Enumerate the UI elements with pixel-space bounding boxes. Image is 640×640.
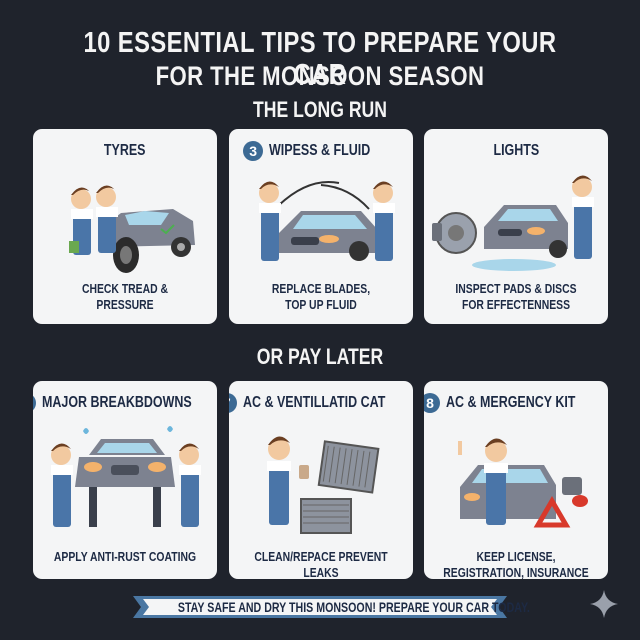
tip-card-lights: LIGHTS INSPECT PADS & DISCS FOR EFFECTEN… [424,129,608,324]
section-heading-pay-later: OR PAY LATER [256,344,384,369]
card-title: LIGHTS [493,142,539,159]
tip-card-wipers-fluid: 3 WIPESS & FLUID REPLACE BLADES, TOP UP … [229,129,413,324]
section-heading-long-run: THE LONG RUN [253,97,387,122]
card-title: MAJOR BREAKBDOWNS [42,394,192,411]
card-title: AC & MERGENCY KIT [446,394,576,411]
page-title-line-1: 10 ESSENTIAL TIPS TO PREPARE YOUR CAR [83,27,557,91]
card-description: CHECK TREAD & PRESSURE [81,281,169,312]
card-title: AC & VENTILLATID CAT [242,394,386,411]
footer-banner: STAY SAFE AND DRY THIS MONSOON! PREPARE … [133,594,530,620]
card-description: APPLY ANTI-RUST COATING [53,549,197,564]
card-header: 7 AC & VENTILLATID CAT [229,391,413,415]
ac-filter-icon [267,436,380,534]
step-number-badge: 7 [229,393,237,413]
tip-card-major-breakdowns: 6 MAJOR BREAKBDOWNS APPLY ANTI-RUST COAT… [33,381,217,579]
tip-card-emergency-kit: 8 AC & MERGENCY KIT KEEP LICENSE, REGIST… [424,381,608,579]
brake-disc-and-car-icon [432,175,594,271]
card-description: KEEP LICENSE, REGISTRATION, INSURANCE [443,549,589,579]
card-description: INSPECT PADS & DISCS FOR EFFECTENNESS [455,281,577,312]
car-on-lift-icon [51,426,201,527]
footer-banner-text: STAY SAFE AND DRY THIS MONSOON! PREPARE … [177,599,530,615]
card-header: TYRES [33,139,217,163]
ribbon-shape [133,596,507,618]
mechanics-with-wipers-icon [259,181,395,261]
card-header: LIGHTS [424,139,608,163]
card-header: 3 WIPESS & FLUID [229,139,413,163]
card-title: TYRES [104,142,146,159]
card-description: CLEAN/REPACE PREVENT LEAKS [254,549,388,579]
card-header: 8 AC & MERGENCY KIT [424,391,608,415]
tip-card-tyres: TYRES CHECK TREAD & PRESSURE [33,129,217,324]
card-title: WIPESS & FLUID [269,142,371,159]
tip-card-ac-ventilation: 7 AC & VENTILLATID CAT CLEAN/REPACE PREV… [229,381,413,579]
step-number-badge: 8 [424,393,441,413]
card-header: 6 MAJOR BREAKBDOWNS [33,391,217,415]
step-number-badge: 6 [33,393,36,413]
page-title-line-2: FOR THE MONSOON SEASON [155,61,485,91]
sparkle-icon [590,590,618,618]
warning-triangle-kit-icon [458,438,588,528]
mechanics-with-tyre-icon [69,185,195,273]
step-number-badge: 3 [243,141,264,161]
card-description: REPLACE BLADES, TOP UP FLUID [271,281,371,312]
